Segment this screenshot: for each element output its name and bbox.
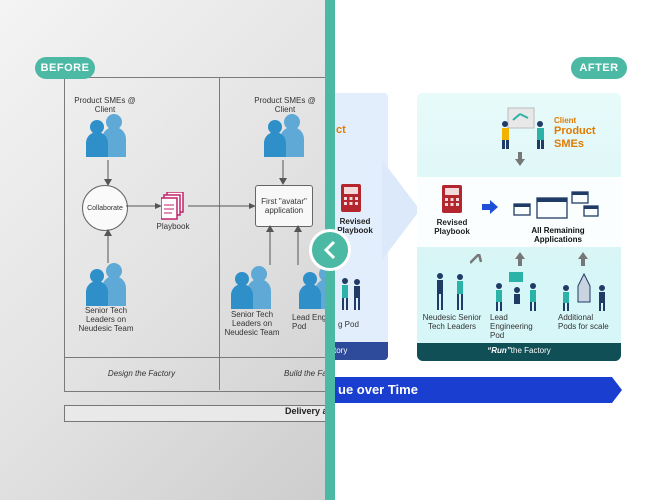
applications-icon	[513, 191, 599, 219]
run-label-rest: the Factory	[510, 346, 551, 355]
partial-left-top-label: ct	[336, 124, 346, 136]
column-divider	[219, 77, 220, 390]
revised-playbook-icon	[341, 184, 361, 212]
before-panel: Product SMEs @ Client Collaborate Playbo…	[0, 0, 330, 500]
client-smes-icon	[264, 114, 304, 157]
arrow-down-icon	[104, 160, 112, 186]
before-table	[64, 77, 330, 392]
arrow-up-icon	[515, 252, 525, 266]
arrow-up-icon	[578, 252, 588, 266]
col1-top-label: Product SMEs @ Client	[74, 96, 136, 115]
avatar-application-label: First "avatar" application	[261, 197, 307, 215]
arrow-up-icon	[104, 229, 112, 263]
client-smes-icon	[86, 114, 126, 157]
arrow-up-icon	[470, 254, 482, 264]
all-apps-label: All Remaining Applications	[531, 226, 585, 244]
arrow-right-icon	[188, 203, 256, 209]
run-factory-footer	[417, 343, 621, 361]
col2-left-label: Senior Tech Leaders on Neudesic Team	[224, 310, 280, 338]
engineering-pod-illustration-icon	[496, 272, 536, 311]
col1-footer: Design the Factory	[107, 369, 176, 378]
partial-pod-label: g Pod	[338, 320, 359, 329]
client-big-label: Product SMEs	[554, 125, 596, 150]
client-smes-illustration-icon	[502, 107, 544, 149]
revised-playbook-label: Revised Playbook	[434, 218, 470, 237]
col2-footer: Build the Fac	[284, 369, 330, 378]
people-label-tech-leaders: Neudesic Senior Tech Leaders	[422, 313, 482, 332]
people-label-additional-pods: Additional Pods for scale	[558, 313, 609, 332]
run-factory-card	[417, 93, 621, 361]
partial-playbook-label: Revised Playbook	[337, 217, 373, 236]
people-illustration-icon	[342, 278, 360, 310]
arrow-up-icon	[266, 225, 302, 265]
senior-tech-leaders-icon	[86, 263, 126, 306]
value-banner-arrow	[330, 377, 622, 403]
footer-divider	[64, 357, 330, 358]
col1-bottom-label: Senior Tech Leaders on Neudesic Team	[78, 306, 134, 334]
arrow-down-icon	[279, 160, 287, 185]
run-label-bold: “Run”	[487, 346, 511, 355]
compare-slider-handle[interactable]	[309, 229, 351, 271]
after-panel: tory ct Revised Playbook g Pod Client Pr…	[330, 0, 666, 500]
collaborate-node: Collaborate	[82, 185, 128, 231]
arrow-down-icon	[515, 152, 525, 166]
collaborate-label: Collaborate	[87, 204, 123, 212]
partial-left-footer	[330, 342, 388, 360]
playbook-icon	[161, 192, 184, 220]
after-badge: AFTER	[571, 57, 627, 79]
additional-pods-illustration-icon	[563, 272, 605, 311]
arrow-right-icon	[126, 203, 162, 209]
delivery-bar	[64, 405, 330, 422]
run-factory-label: “Run”the Factory	[417, 346, 621, 355]
before-badge: BEFORE	[35, 57, 95, 79]
playbook-label: Playbook	[156, 222, 190, 231]
senior-tech-leaders-icon	[231, 266, 271, 309]
arrow-right-icon	[482, 200, 498, 214]
partial-left-footer-label: tory	[334, 346, 348, 355]
people-label-engineering-pod: Lead Engineering Pod	[490, 313, 533, 341]
tech-leaders-illustration-icon	[437, 273, 463, 310]
col2-top-label: Product SMEs @ Client	[254, 96, 316, 115]
delivery-label: Delivery a	[285, 406, 328, 416]
partial-left-card	[330, 93, 388, 360]
value-banner-label: ue over Time	[338, 382, 418, 397]
chevron-right-shape	[382, 160, 420, 260]
col2-right-label: Lead Engine Pod	[292, 313, 330, 332]
client-small-label: Client	[554, 116, 577, 125]
avatar-application-box: First "avatar" application	[255, 185, 313, 227]
chevron-left-icon	[323, 240, 336, 260]
revised-playbook-icon	[442, 185, 462, 213]
